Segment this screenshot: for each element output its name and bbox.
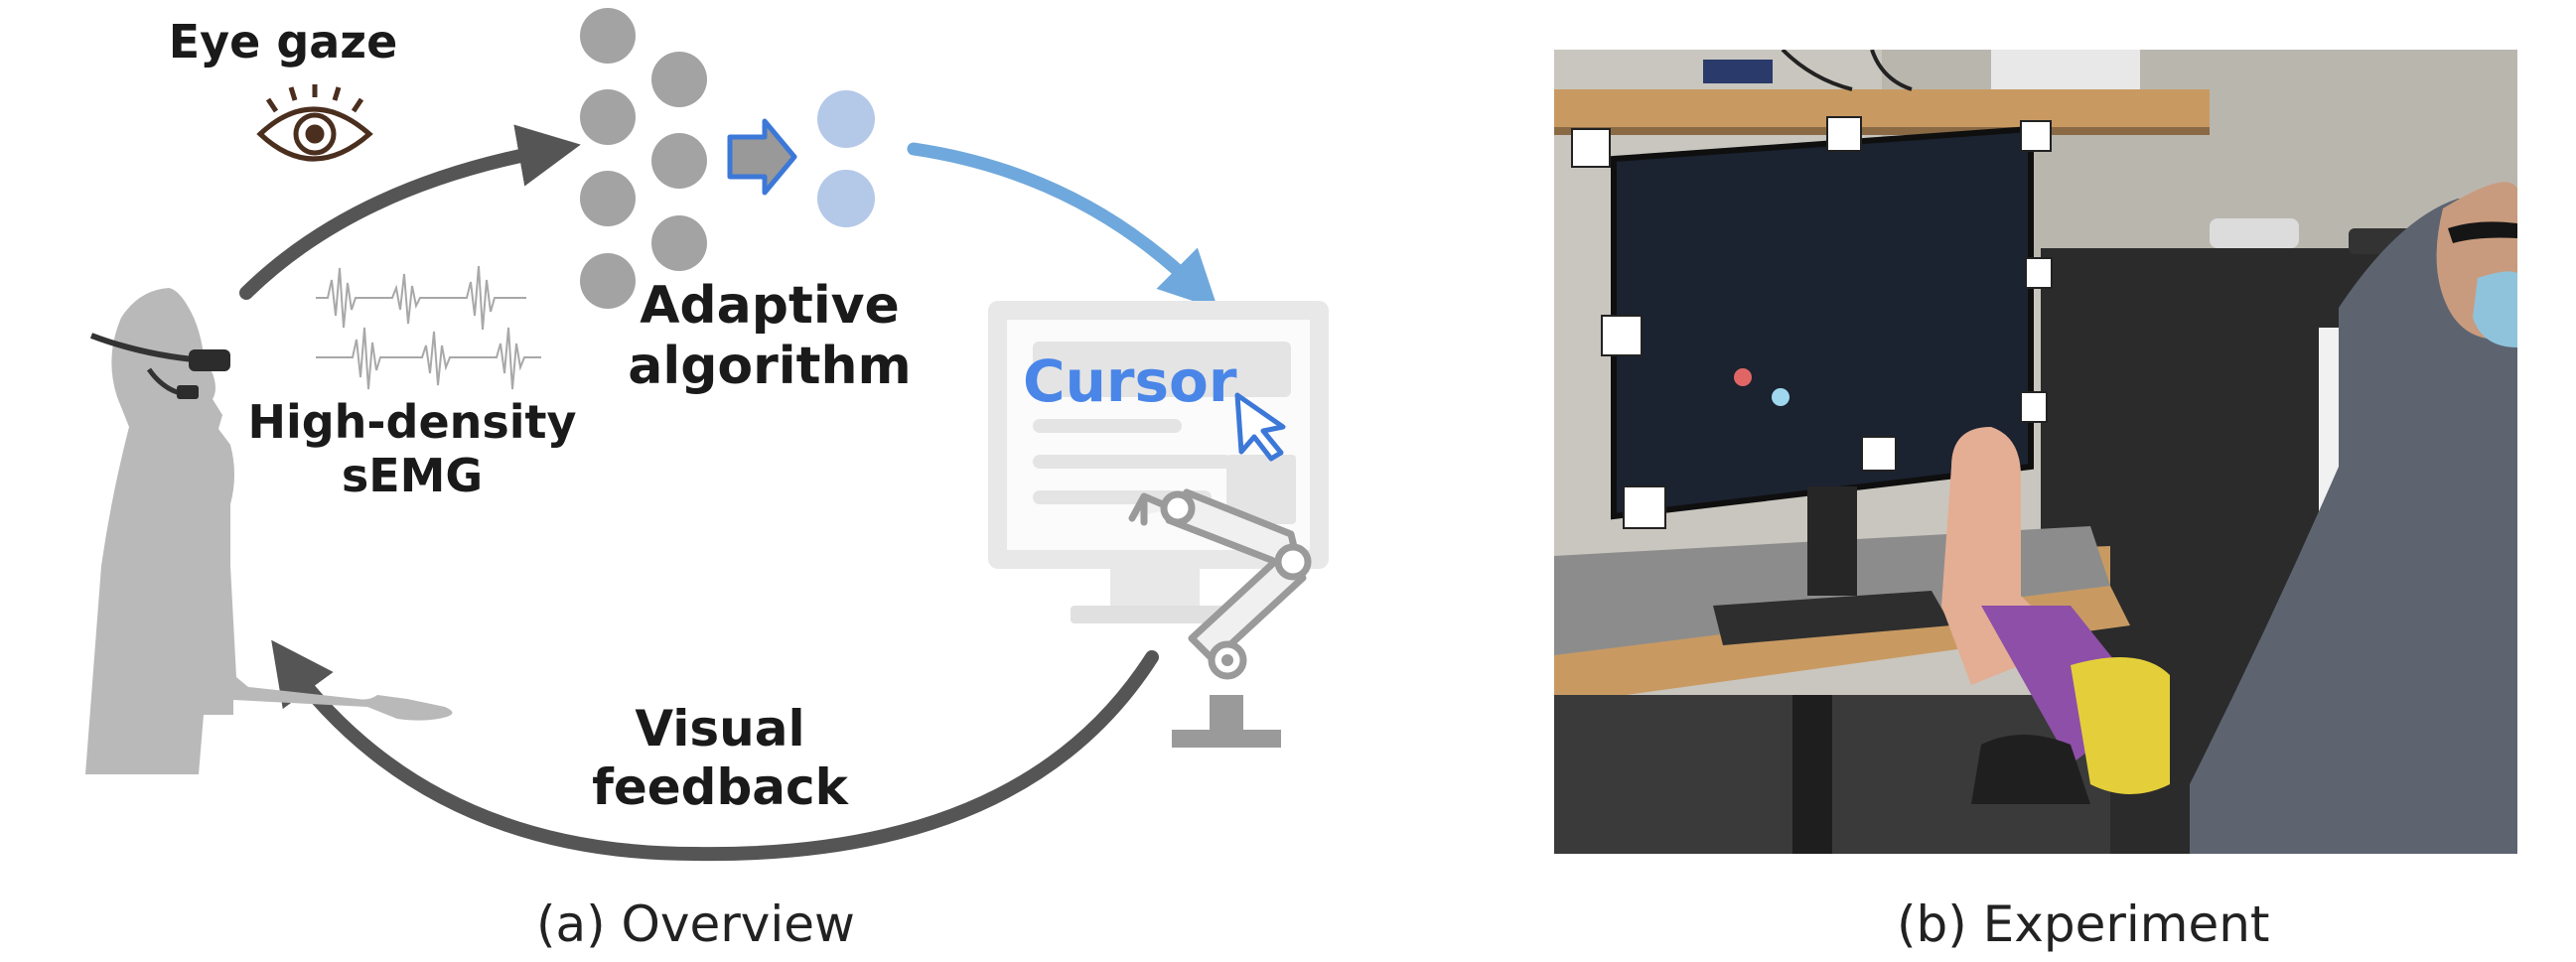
semg-label-line2: sEMG [341,449,484,503]
algorithm-label-line2: algorithm [628,337,912,397]
eye-gaze-label: Eye gaze [168,15,398,69]
overview-caption: (a) Overview [536,895,855,953]
eye-icon [256,84,373,162]
visual-feedback-arrow [271,639,1159,862]
cursor-icon [1234,392,1286,462]
algorithm-label-line1: Adaptive [640,276,900,336]
visual-feedback-label: Visual feedback [566,700,874,817]
overview-diagram [85,8,1329,862]
transform-arrow-icon [727,118,797,196]
feedback-label-line2: feedback [592,758,848,816]
semg-signal-icon [316,265,541,390]
output-nodes-icon [817,90,875,227]
robot-arm-icon [1128,488,1312,748]
semg-label-line1: High-density [247,395,577,449]
control-output-arrow [907,142,1218,310]
adaptive-algorithm-label: Adaptive algorithm [596,276,943,398]
eye-gaze-arrow [239,124,581,300]
experiment-caption: (b) Experiment [1897,895,2270,953]
feedback-label-line1: Visual [635,700,805,757]
person-silhouette-icon [85,288,453,774]
eye-tracker-glasses-icon [89,333,230,399]
semg-label: High-density sEMG [233,395,591,503]
experiment-photo [1554,50,2517,854]
cursor-label: Cursor [1023,347,1237,415]
neural-network-icon [580,8,707,309]
